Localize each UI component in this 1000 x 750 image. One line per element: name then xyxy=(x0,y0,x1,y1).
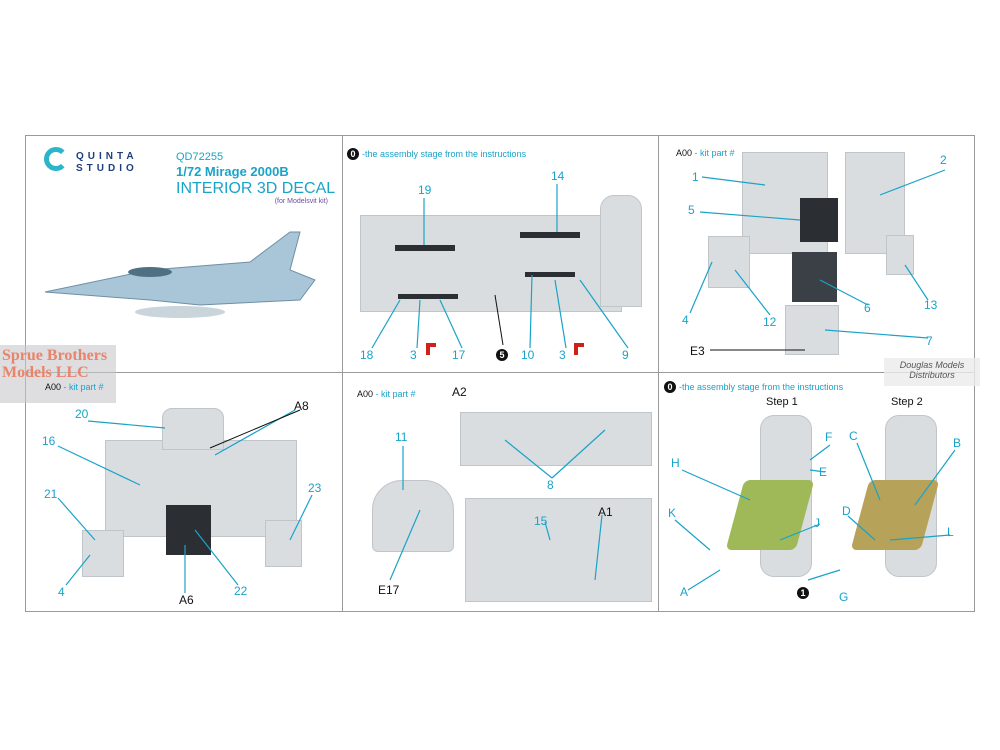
callout: 8 xyxy=(547,478,554,492)
step2-label: Step 2 xyxy=(891,396,923,408)
kit-part-note: A00 - kit part # xyxy=(45,382,104,392)
callout: 23 xyxy=(308,481,322,495)
callout: 11 xyxy=(395,430,408,444)
callout: 3 xyxy=(410,348,417,362)
brand-line2: STUDIO xyxy=(76,163,138,174)
callout: 13 xyxy=(924,298,938,312)
callout: 4 xyxy=(682,313,689,327)
red-marker xyxy=(574,343,584,355)
kit-part-suffix: - kit part # xyxy=(373,389,416,399)
callout: 21 xyxy=(44,487,58,501)
side-panel-right xyxy=(886,235,914,275)
hud-base xyxy=(162,408,224,450)
callout: 9 xyxy=(622,348,629,362)
product-code: QD72255 xyxy=(176,151,224,163)
divider xyxy=(658,135,659,612)
callout: 6 xyxy=(864,301,871,315)
part-e17 xyxy=(372,480,454,552)
kit-part-code: A00 xyxy=(676,148,693,158)
callout: G xyxy=(839,590,849,604)
divider xyxy=(25,372,975,373)
assembly-stage-note: 0-the assembly stage from the instructio… xyxy=(347,148,526,160)
part-label: E3 xyxy=(690,344,705,358)
stage-marker: 0 xyxy=(664,381,676,393)
red-marker xyxy=(426,343,436,355)
decal-strip xyxy=(398,294,458,299)
kit-part-code: A00 xyxy=(45,382,62,392)
callout: H xyxy=(671,456,680,470)
callout: 7 xyxy=(926,334,933,348)
stage-marker: 1 xyxy=(797,587,809,599)
stage-marker: 5 xyxy=(496,349,508,361)
callout: 4 xyxy=(58,585,65,599)
callout: J xyxy=(814,516,820,530)
callout: L xyxy=(947,525,954,539)
kit-part-note: A00 - kit part # xyxy=(676,148,735,158)
callout: 1 xyxy=(692,170,699,184)
mfd-screen xyxy=(800,198,838,242)
part-label: E17 xyxy=(378,583,400,597)
callout: 17 xyxy=(452,348,466,362)
watermark-sprue-brothers: Sprue Brothers Models LLC xyxy=(0,345,116,403)
mfd-screen xyxy=(166,505,211,555)
watermark-douglas-models: Douglas Models Distributors xyxy=(884,358,980,386)
callout: F xyxy=(825,430,833,444)
callout: 12 xyxy=(763,315,777,329)
callout: 22 xyxy=(234,584,248,598)
product-info: QD72255 1/72 Mirage 2000B INTERIOR 3D DE… xyxy=(176,151,335,205)
callout: 18 xyxy=(360,348,374,362)
kit-part-note: A00 - kit part # xyxy=(357,389,416,399)
product-type: INTERIOR 3D DECAL xyxy=(176,180,336,197)
note-text: -the assembly stage from the instruction… xyxy=(679,382,844,392)
stage-5: 5 xyxy=(496,347,511,361)
callout: B xyxy=(953,436,962,450)
callout: 3 xyxy=(559,348,566,362)
center-console xyxy=(792,252,837,302)
callout: 5 xyxy=(688,203,695,217)
kit-part-suffix: - kit part # xyxy=(61,382,104,392)
side-panel xyxy=(82,530,124,577)
decal-strip xyxy=(525,272,575,277)
part-label: A2 xyxy=(452,385,467,399)
callout: C xyxy=(849,429,858,443)
step1-label: Step 1 xyxy=(766,396,798,408)
fuselage-part-a2 xyxy=(460,412,652,466)
callout: 16 xyxy=(42,434,56,448)
callout: D xyxy=(842,504,851,518)
callout: 15 xyxy=(534,514,548,528)
callout: 19 xyxy=(418,183,432,197)
decal-strip xyxy=(520,232,580,238)
divider xyxy=(342,135,343,612)
callout: K xyxy=(668,506,677,520)
callout: 10 xyxy=(521,348,535,362)
part-label: A8 xyxy=(294,399,309,413)
callout: 20 xyxy=(75,407,89,421)
kit-part-code: A00 xyxy=(357,389,374,399)
brand-line1: QUINTA xyxy=(76,151,138,162)
stage-1: 1 xyxy=(797,585,812,599)
decal-strip xyxy=(395,245,455,251)
quinta-logo xyxy=(44,147,68,171)
callout: 2 xyxy=(940,153,947,167)
kit-note: (for Modelsvit kit) xyxy=(274,198,328,205)
callout: A xyxy=(680,585,689,599)
note-text: -the assembly stage from the instruction… xyxy=(362,149,527,159)
callout: 14 xyxy=(551,169,565,183)
cockpit-rear xyxy=(600,195,642,307)
kit-part-suffix: - kit part # xyxy=(692,148,735,158)
product-name: 1/72 Mirage 2000B xyxy=(176,164,289,179)
fuselage-part-a1 xyxy=(465,498,652,602)
assembly-stage-note: 0-the assembly stage from the instructio… xyxy=(664,381,843,393)
stage-marker: 0 xyxy=(347,148,359,160)
part-label: A6 xyxy=(179,593,194,607)
